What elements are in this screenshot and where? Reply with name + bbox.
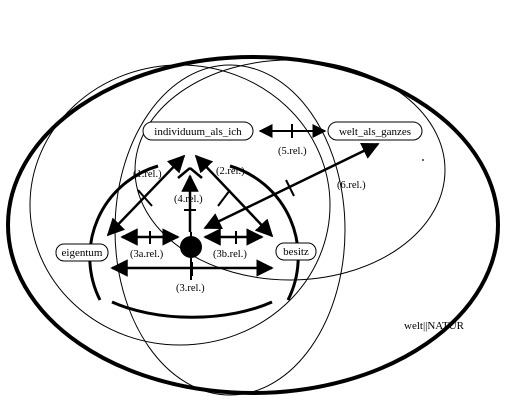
node-box-eigentum	[55, 243, 109, 262]
ellipse-left	[29, 64, 331, 346]
center-dot	[180, 236, 202, 258]
label-rel-3b: (3b.rel.)	[213, 249, 247, 260]
node-besitz: besitz	[283, 246, 309, 258]
arrow-1-rel	[106, 154, 186, 237]
ellipse-middle	[114, 64, 346, 396]
node-box-welt	[327, 121, 423, 141]
inner-arc-bottom	[111, 300, 273, 319]
small-dot	[422, 159, 424, 161]
label-rel-3: (3.rel.)	[176, 283, 205, 294]
node-box-besitz	[275, 242, 317, 261]
label-rel-5: (5.rel.)	[278, 146, 307, 157]
inner-arc-left	[88, 164, 159, 301]
arrow-6-rel	[203, 142, 380, 230]
label-rel-4: (4.rel.)	[174, 194, 203, 205]
node-welt: welt_als_ganzes	[339, 126, 411, 138]
label-rel-2: (2.rel.)	[216, 166, 245, 177]
outer-ellipse-natur	[6, 55, 500, 395]
arrow-4b-rel	[189, 167, 203, 179]
node-individuum: individuum_als_ich	[154, 126, 242, 138]
label-rel-1: (1.rel.)	[133, 169, 162, 180]
node-eigentum: eigentum	[62, 247, 103, 259]
label-welt-natur: welt||NATUR	[404, 320, 465, 332]
label-rel-6: (6.rel.)	[337, 180, 366, 191]
label-rel-3a: (3a.rel.)	[130, 249, 164, 260]
node-box-individuum	[142, 121, 254, 141]
arrow-4a-rel	[177, 167, 191, 179]
